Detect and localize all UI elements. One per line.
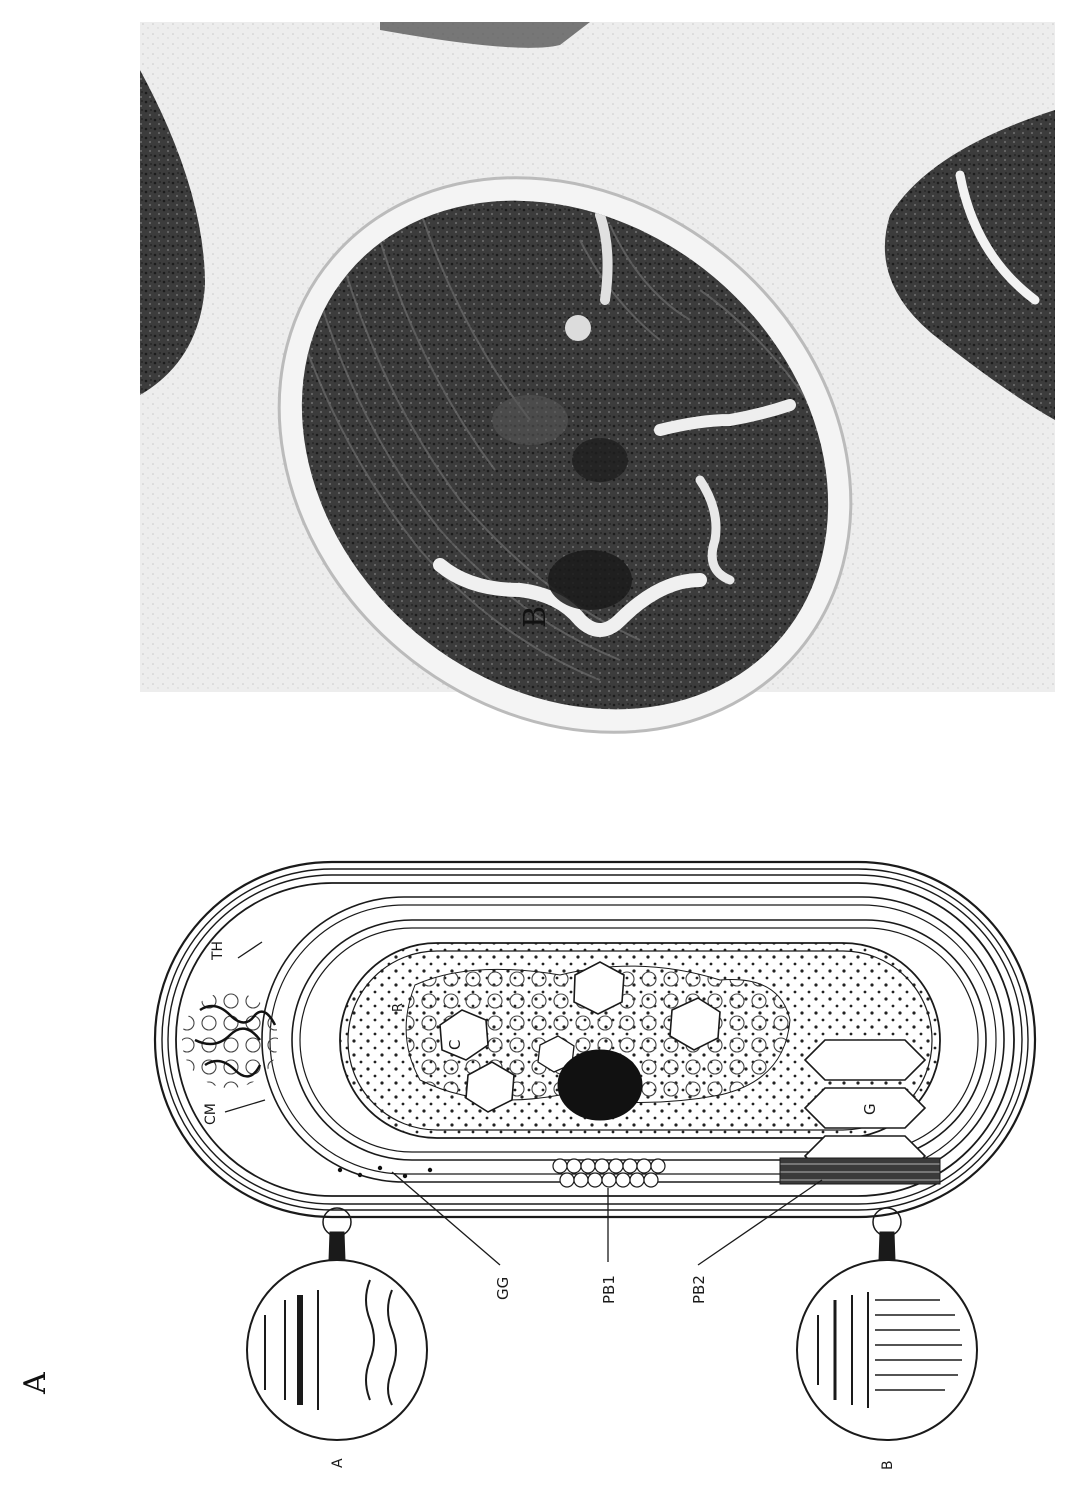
label-cm: CM [203,1103,219,1125]
cyanobacterium-diagram [155,862,1035,1440]
leader-th [238,942,262,958]
label-th: TH [210,941,226,961]
phycobilisomes-pb2 [780,1158,940,1184]
polyphosphate-granule [558,1050,642,1120]
label-r: R [391,1003,406,1012]
leader-cm [225,1100,265,1112]
label-g: G [861,1103,879,1115]
label-c: C [446,1040,464,1050]
label-pb2: PB2 [690,1275,708,1304]
micrograph-panel [140,22,1055,847]
label-pb1: PB1 [600,1275,618,1304]
label-inset-b: B [880,1460,896,1470]
inset-b [797,1260,977,1440]
leader-gg [392,1172,500,1265]
phycobilisomes-pb1 [553,1159,665,1187]
panel-label-a: A [18,1372,53,1394]
label-inset-a: A [330,1458,346,1468]
panel-label-b: B [518,606,553,628]
inset-a [247,1260,427,1440]
leader-pb2 [698,1180,822,1265]
label-gg: GG [494,1277,512,1300]
